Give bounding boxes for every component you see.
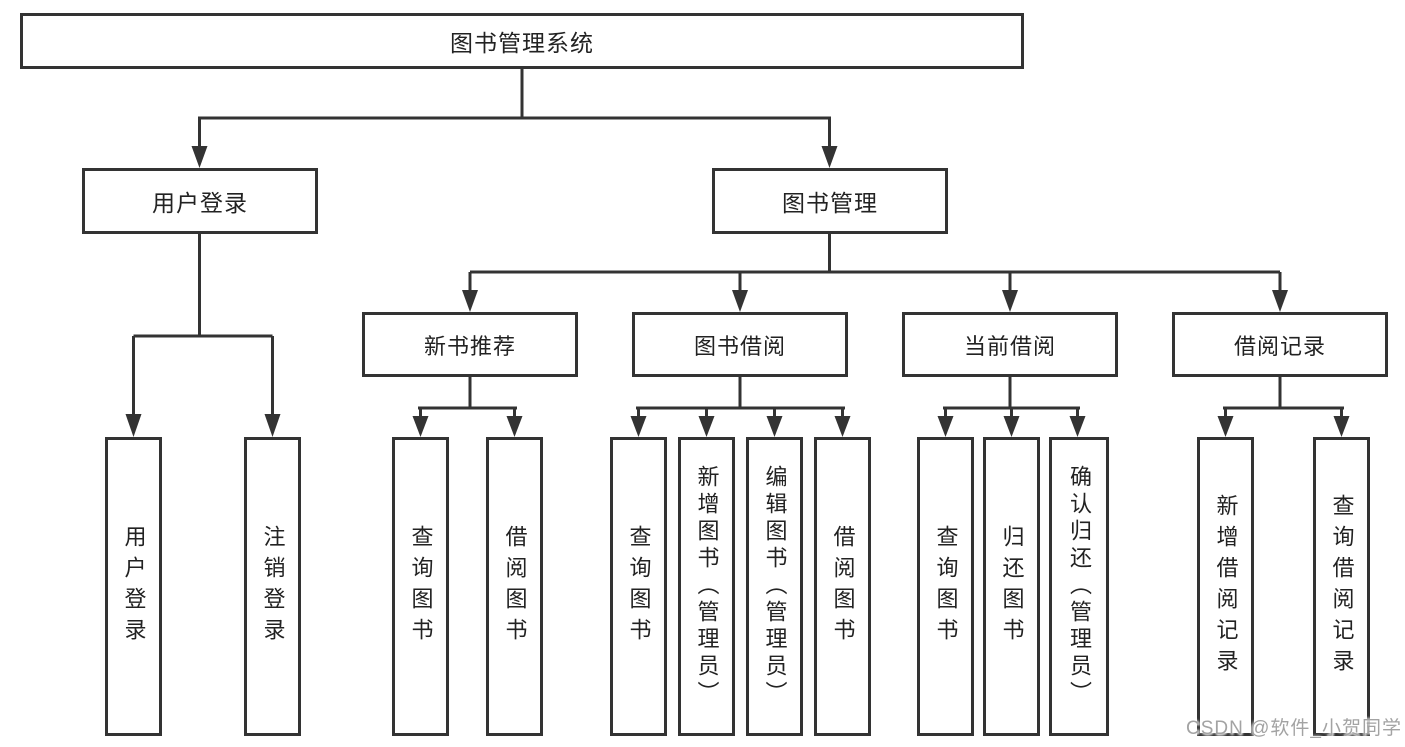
arrow-icon xyxy=(630,416,647,437)
leaf-query-books-borrow: 查询图书 xyxy=(610,437,667,736)
leaf-return-books: 归还图书 xyxy=(983,437,1040,736)
node-book-borrowing: 图书借阅 xyxy=(632,312,848,377)
arrow-icon xyxy=(264,414,281,437)
arrow-icon xyxy=(191,146,208,168)
leaf-query-books-recommend-label: 查询图书 xyxy=(408,524,434,649)
node-root: 图书管理系统 xyxy=(20,13,1024,69)
arrow-icon xyxy=(1003,416,1020,437)
leaf-borrow-books-label: 借阅图书 xyxy=(830,524,856,649)
leaf-user-login: 用户登录 xyxy=(105,437,162,736)
node-borrow-records-label: 借阅记录 xyxy=(1233,333,1326,359)
leaf-query-books-recommend: 查询图书 xyxy=(392,437,449,736)
arrow-icon xyxy=(1333,416,1350,437)
leaf-borrow-books-recommend: 借阅图书 xyxy=(486,437,543,736)
arrow-icon xyxy=(834,416,851,437)
leaf-query-books-current-label: 查询图书 xyxy=(933,524,959,649)
leaf-borrow-books: 借阅图书 xyxy=(814,437,871,736)
leaf-add-borrow-record: 新增借阅记录 xyxy=(1197,437,1254,736)
node-borrow-records: 借阅记录 xyxy=(1172,312,1388,377)
leaf-logout: 注销登录 xyxy=(244,437,301,736)
node-new-book-recommend: 新书推荐 xyxy=(362,312,578,377)
leaf-query-books-current: 查询图书 xyxy=(917,437,974,736)
arrow-icon xyxy=(1069,416,1086,437)
arrow-icon xyxy=(766,416,783,437)
arrow-icon xyxy=(732,290,748,312)
leaf-query-books-borrow-label: 查询图书 xyxy=(626,524,652,649)
leaf-add-book-admin-label: 新增图书（管理员） xyxy=(694,465,720,708)
leaf-query-borrow-record: 查询借阅记录 xyxy=(1313,437,1370,736)
arrow-icon xyxy=(462,290,478,312)
leaf-edit-book-admin-label: 编辑图书（管理员） xyxy=(762,465,788,708)
leaf-return-books-label: 归还图书 xyxy=(999,524,1025,649)
arrow-icon xyxy=(506,416,523,437)
arrow-icon xyxy=(1272,290,1288,312)
arrow-icon xyxy=(412,416,429,437)
node-new-book-recommend-label: 新书推荐 xyxy=(423,333,516,359)
arrow-icon xyxy=(1217,416,1234,437)
arrow-icon xyxy=(125,414,142,437)
leaf-query-borrow-record-label: 查询借阅记录 xyxy=(1329,493,1355,680)
node-book-management-label: 图书管理 xyxy=(782,190,878,216)
leaf-add-borrow-record-label: 新增借阅记录 xyxy=(1213,493,1239,680)
watermark: CSDN @软件_小贺同学 xyxy=(1186,718,1402,739)
leaf-logout-label: 注销登录 xyxy=(260,524,286,649)
arrow-icon xyxy=(821,146,838,168)
node-current-borrowing-label: 当前借阅 xyxy=(963,333,1056,359)
leaf-borrow-books-recommend-label: 借阅图书 xyxy=(502,524,528,649)
arrow-icon xyxy=(937,416,954,437)
leaf-confirm-return-admin: 确认归还（管理员） xyxy=(1049,437,1109,736)
node-book-management: 图书管理 xyxy=(712,168,948,234)
leaf-confirm-return-admin-label: 确认归还（管理员） xyxy=(1067,465,1092,708)
node-user-login-label: 用户登录 xyxy=(152,190,248,216)
leaf-user-login-label: 用户登录 xyxy=(121,524,147,649)
leaf-add-book-admin: 新增图书（管理员） xyxy=(678,437,735,736)
arrow-icon xyxy=(1002,290,1018,312)
node-root-label: 图书管理系统 xyxy=(450,30,594,56)
leaf-edit-book-admin: 编辑图书（管理员） xyxy=(746,437,803,736)
arrow-icon xyxy=(698,416,715,437)
node-current-borrowing: 当前借阅 xyxy=(902,312,1118,377)
node-book-borrowing-label: 图书借阅 xyxy=(693,333,786,359)
node-user-login: 用户登录 xyxy=(82,168,318,234)
